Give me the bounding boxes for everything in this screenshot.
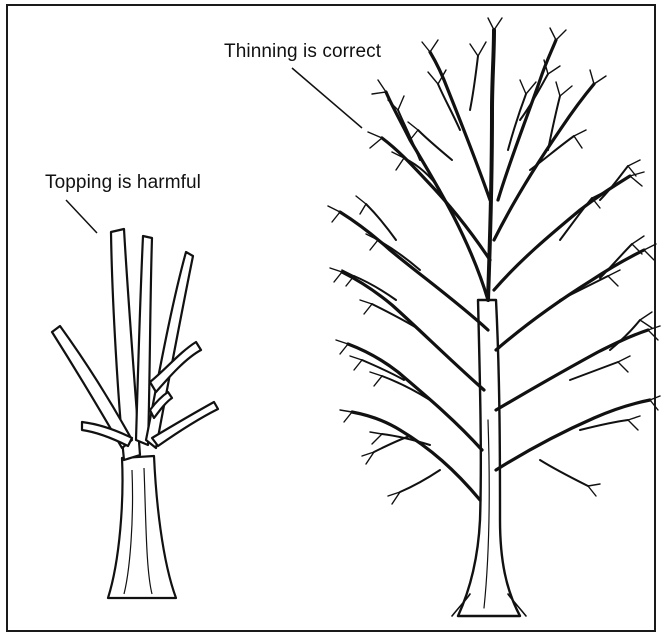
topping-label: Topping is harmful bbox=[45, 172, 201, 194]
thinning-leader-line bbox=[292, 68, 362, 128]
topped-stub bbox=[136, 236, 152, 445]
topped-tree-trunk bbox=[108, 456, 176, 598]
thinned-tree bbox=[328, 18, 660, 616]
topped-tree bbox=[52, 229, 218, 598]
thinning-label: Thinning is correct bbox=[224, 41, 381, 63]
topping-leader-line bbox=[66, 200, 97, 233]
